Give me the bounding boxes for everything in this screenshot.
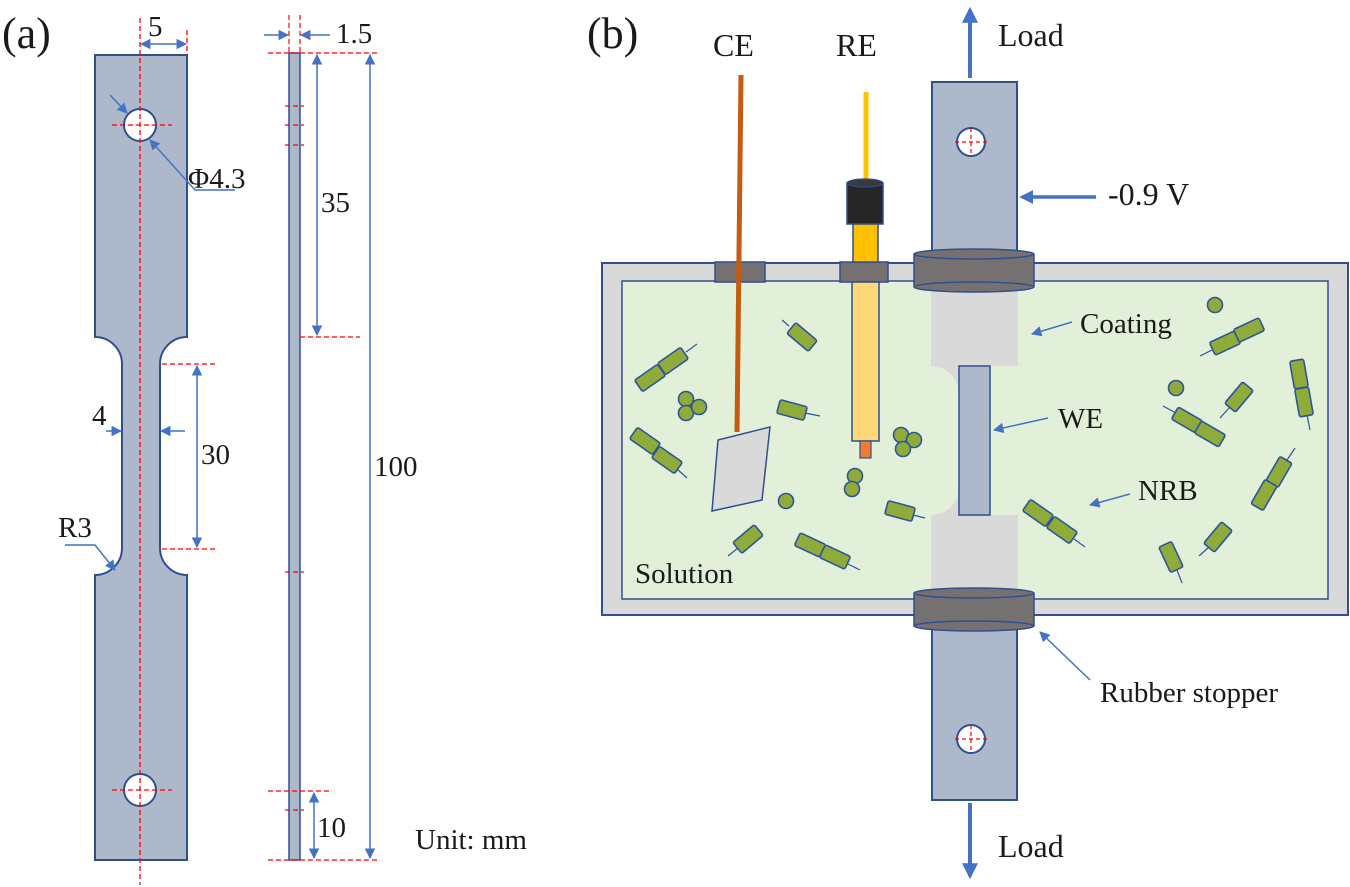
bacterium-coccus (843, 480, 861, 498)
ce-wire (734, 74, 744, 433)
dim-radius: R3 (58, 512, 92, 544)
re-tip (859, 440, 872, 459)
bacterium-coccus (690, 398, 708, 416)
radius-leader (65, 544, 116, 571)
center-lines-front (112, 18, 215, 885)
specimen-front-view (94, 54, 188, 861)
bacterium-rod (819, 544, 851, 570)
bacterium-rod (651, 446, 683, 474)
dim-gauge-len: 30 (201, 439, 230, 471)
stopper-top (913, 248, 1035, 293)
bacterium-rod (786, 322, 818, 352)
center-lines-side (268, 15, 380, 861)
stopper-leader (1039, 631, 1091, 681)
panel-b: (b) (587, 6, 1349, 880)
dim-total-len: 100 (374, 451, 418, 483)
bacterium-rod (1233, 317, 1265, 343)
load-top-label: Load (998, 17, 1064, 53)
coating-leader (1030, 321, 1073, 337)
bacterium-coccus (894, 440, 912, 458)
bacteria-cocci (677, 296, 1224, 510)
bacterium-coccus (777, 492, 795, 510)
stopper-bottom (913, 587, 1035, 632)
ce-label: CE (713, 27, 754, 63)
stopper-re (839, 261, 889, 283)
potential-label: -0.9 V (1108, 176, 1189, 212)
dim-35: 35 (321, 187, 350, 219)
stopper-label: Rubber stopper (1100, 677, 1278, 709)
we-leader (992, 417, 1049, 434)
dim-hole-dia: Φ4.3 (188, 163, 245, 195)
dim-thickness: 1.5 (336, 18, 372, 50)
bacterium-rod (657, 347, 689, 375)
nrb-label: NRB (1138, 475, 1198, 507)
bacterium-rod (1158, 541, 1184, 573)
working-electrode (958, 365, 991, 516)
bacterium-rod (629, 427, 661, 455)
bacteria-rods (629, 317, 1314, 573)
re-cap-top (846, 178, 884, 188)
load-bottom-label: Load (998, 828, 1064, 864)
unit-label: Unit: mm (415, 824, 527, 856)
panel-a-tag: (a) (2, 9, 51, 58)
hole-leader-bottom (149, 139, 235, 191)
grip-hole-centerlines (955, 128, 987, 753)
hole-leader-top (109, 94, 128, 114)
bacterium-rod (1022, 499, 1054, 527)
re-collar (852, 223, 879, 263)
bacteria-flagella (676, 319, 1311, 584)
bacterium-coccus (905, 431, 923, 449)
solution-label: Solution (635, 558, 734, 590)
bacterium-rod (1294, 386, 1314, 418)
panel-a: (a) 5 Φ4.3 4 30 R3 (2, 9, 527, 885)
bacterium-coccus (1206, 296, 1224, 314)
ce-plate (711, 426, 771, 512)
bacterium-rod (1250, 479, 1278, 511)
bacterium-rod (1046, 516, 1078, 544)
re-body (851, 281, 880, 442)
dim-neck-width: 4 (92, 400, 107, 432)
re-label: RE (836, 27, 877, 63)
dim-10: 10 (317, 812, 346, 844)
panel-b-tag: (b) (587, 9, 638, 58)
specimen-side-view (288, 52, 301, 861)
bacterium-rod (1194, 420, 1226, 448)
coating-label: Coating (1080, 308, 1172, 340)
dim-width-top: 5 (148, 11, 163, 43)
nrb-leader (1088, 493, 1131, 508)
we-label: WE (1058, 403, 1103, 435)
bacterium-coccus (1167, 379, 1185, 397)
re-cap (846, 182, 884, 225)
